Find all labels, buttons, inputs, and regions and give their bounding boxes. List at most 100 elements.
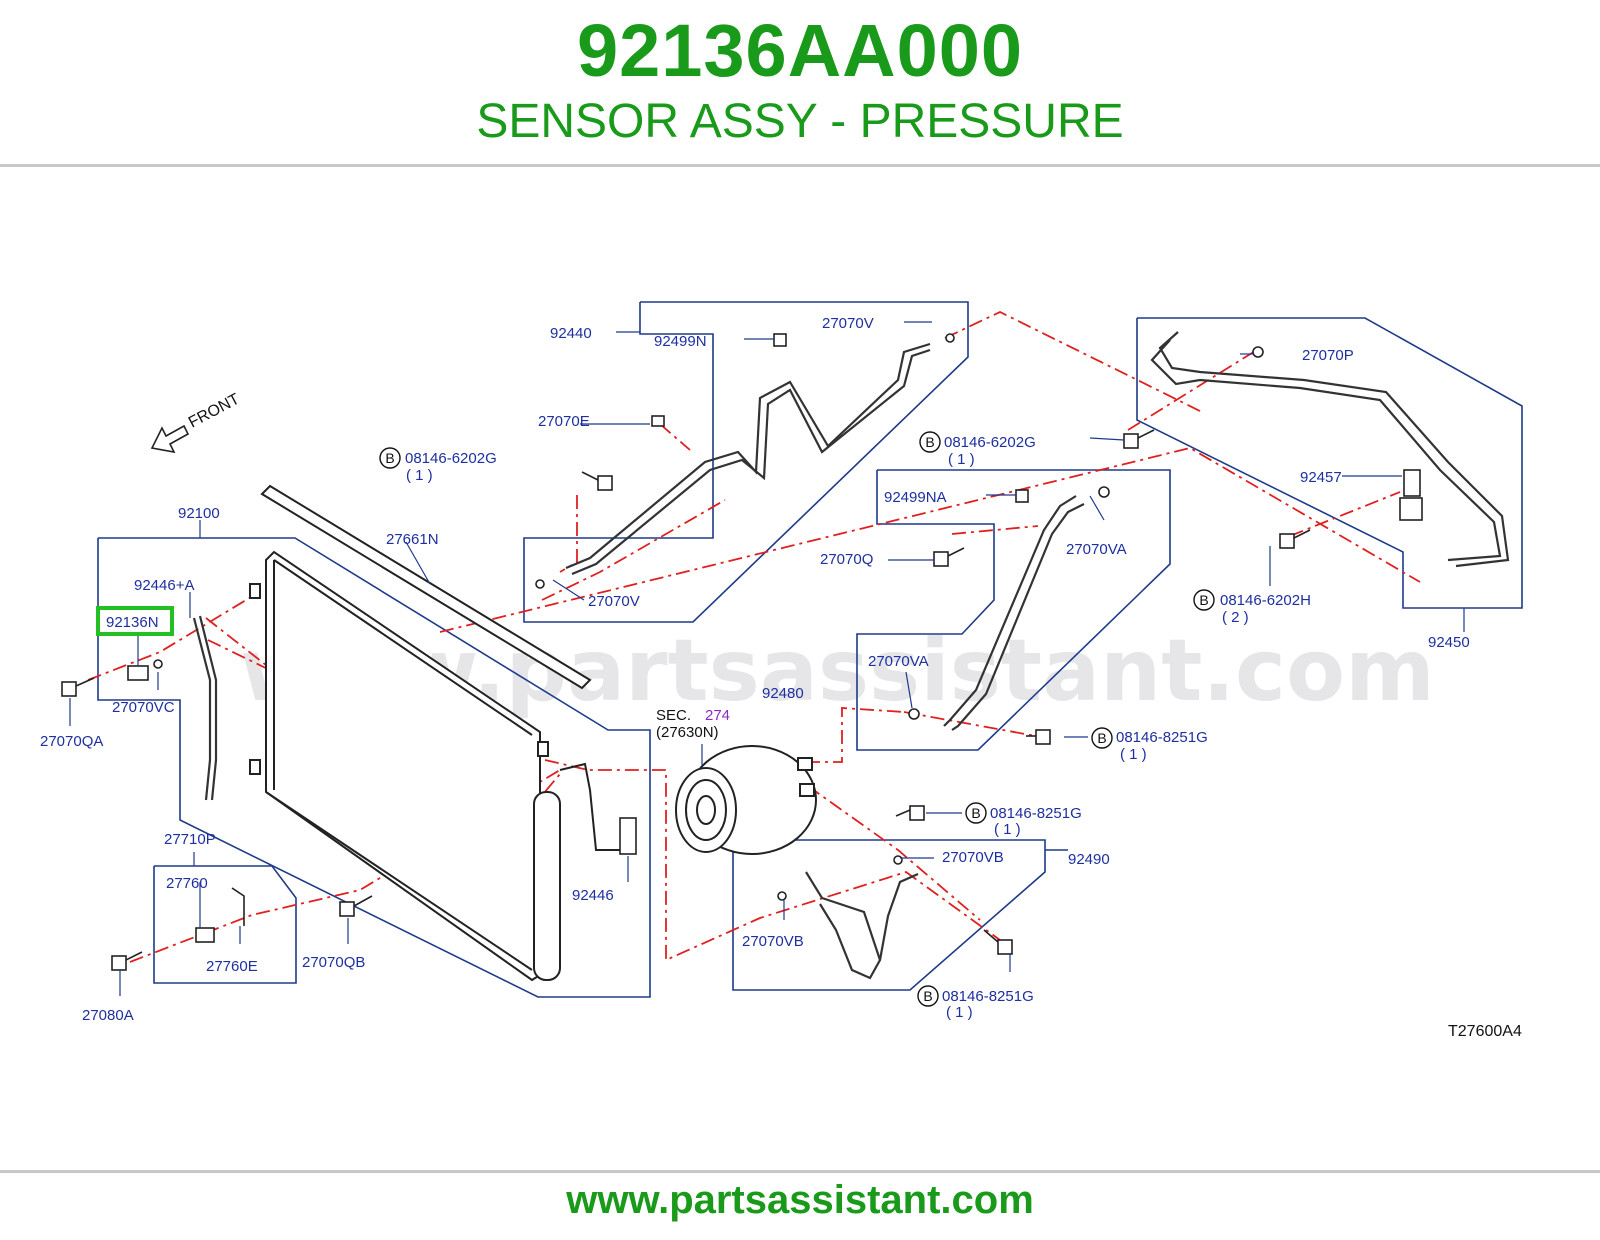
route-long-diag: [439, 447, 1421, 633]
clip-92446: [619, 817, 637, 855]
label-08146-6202G-a: 08146-6202G: [405, 450, 497, 467]
label-92490: 92490: [1068, 851, 1110, 868]
outline-92100: [97, 537, 651, 998]
leader-lines: [69, 321, 1465, 996]
header-divider: [0, 164, 1600, 167]
label-qty-b: ( 1 ): [948, 451, 975, 468]
label-27070VB-b: 27070VB: [742, 933, 804, 950]
receiver-tank: [533, 791, 561, 981]
bracket-92457: [1399, 469, 1423, 521]
footer-url[interactable]: www.partsassistant.com: [566, 1178, 1034, 1222]
route-comp-top: [806, 707, 905, 763]
outline-92440: [523, 301, 969, 623]
outline-27710P: [153, 865, 297, 984]
pipe-92480-inner: [951, 503, 1085, 731]
label-27070VC: 27070VC: [112, 699, 175, 716]
footer-divider: [0, 1170, 1600, 1173]
label-92450: 92450: [1428, 634, 1470, 651]
badge-letter-5: B: [971, 805, 980, 821]
highlight-box: [96, 606, 174, 636]
route-8251G: [903, 711, 1037, 737]
label-27070V-low: 27070V: [588, 593, 640, 610]
label-92446: 92446: [572, 887, 614, 904]
condenser-core: [265, 550, 541, 982]
badge-letter-1: B: [385, 450, 394, 466]
label-92499NA: 92499NA: [884, 489, 947, 506]
bolt-icon-27070Q: [933, 547, 965, 567]
label-sec-number: 274: [705, 707, 730, 724]
bolt-icon-8251G-a: [1026, 729, 1051, 745]
route-92457: [1289, 491, 1401, 537]
label-92100: 92100: [178, 505, 220, 522]
label-27070VA-a: 27070VA: [1066, 541, 1127, 558]
pipe-92450-inner: [1158, 331, 1510, 568]
bolt-icon-8251G-b: [895, 805, 925, 821]
badge-letter-3: B: [1199, 592, 1208, 608]
label-92457: 92457: [1300, 469, 1342, 486]
label-27080A: 27080A: [82, 1007, 134, 1024]
header: 92136AA000 SENSOR ASSY - PRESSURE: [0, 0, 1600, 168]
label-qty-a: ( 1 ): [406, 467, 433, 484]
front-label: FRONT: [186, 391, 243, 432]
o-rings: [535, 333, 1264, 901]
label-08146-6202G-b: 08146-6202G: [944, 434, 1036, 451]
group-outlines: [97, 301, 1523, 998]
label-27070E: 27070E: [538, 413, 590, 430]
label-08146-8251G-b: 08146-8251G: [990, 805, 1082, 822]
bolt-icon-27070QA: [61, 677, 95, 697]
label-92499N: 92499N: [654, 333, 707, 350]
label-92446A: 92446+A: [134, 577, 194, 594]
route-top: [541, 499, 726, 601]
badge-letter-6: B: [923, 988, 932, 1004]
compressor: [675, 745, 817, 855]
label-27760E: 27760E: [206, 958, 258, 975]
pipe-92480: [943, 495, 1077, 727]
bolt-icon-27080A: [111, 951, 143, 971]
pipe-92446A: [192, 617, 212, 801]
condenser: [249, 484, 632, 982]
bolt-icon-27070QB: [339, 895, 373, 917]
pipes: [192, 331, 1510, 980]
pipe-92440-inner: [571, 348, 931, 576]
pipe-92450: [1150, 339, 1502, 562]
front-arrow-icon: [150, 424, 190, 454]
label-27070VB-a: 27070VB: [942, 849, 1004, 866]
label-27070V-top: 27070V: [822, 315, 874, 332]
label-27070P: 27070P: [1302, 347, 1354, 364]
route-compressor-low: [807, 785, 981, 921]
label-27710P: 27710P: [164, 831, 216, 848]
label-qty-d: ( 1 ): [994, 821, 1021, 838]
route-27070E: [659, 423, 691, 451]
pipe-92440: [565, 342, 931, 570]
part-number: 92136AA000: [576, 9, 1024, 92]
pipe-92490-b: [878, 872, 919, 961]
part-title: SENSOR ASSY - PRESSURE: [476, 95, 1124, 148]
label-qty-e: ( 1 ): [946, 1004, 973, 1021]
pipe-92490: [805, 871, 882, 980]
bracket-27760: [195, 887, 245, 943]
label-27661N: 27661N: [386, 531, 439, 548]
badge-letter-4: B: [1097, 730, 1106, 746]
label-92480: 92480: [762, 685, 804, 702]
label-27070VA-b: 27070VA: [868, 653, 929, 670]
label-sec-sub: (27630N): [656, 724, 719, 741]
outline-92490: [732, 839, 1046, 991]
label-08146-6202H: 08146-6202H: [1220, 592, 1311, 609]
bolt-icon-top: [581, 471, 613, 491]
label-qty-c: ( 1 ): [1120, 746, 1147, 763]
label-27070QB: 27070QB: [302, 954, 365, 971]
outline-92480: [856, 469, 1171, 751]
bolt-icon-upper: [1123, 429, 1155, 449]
route-condenser-upper: [207, 639, 561, 802]
label-08146-8251G-a: 08146-8251G: [1116, 729, 1208, 746]
label-qty-2: ( 2 ): [1222, 609, 1249, 626]
condenser-top-bar: [260, 484, 592, 690]
bolt-icon-8251G-c: [983, 929, 1013, 955]
part-labels: 92440 92499N 27070V 27070E 08146-6202G (…: [40, 315, 1522, 1040]
label-sec: SEC.: [656, 707, 691, 724]
route-upper-hose: [944, 311, 1203, 413]
outline-92450: [1136, 317, 1523, 609]
label-27070Q: 27070Q: [820, 551, 873, 568]
pipe-92446A-inner: [198, 615, 218, 801]
